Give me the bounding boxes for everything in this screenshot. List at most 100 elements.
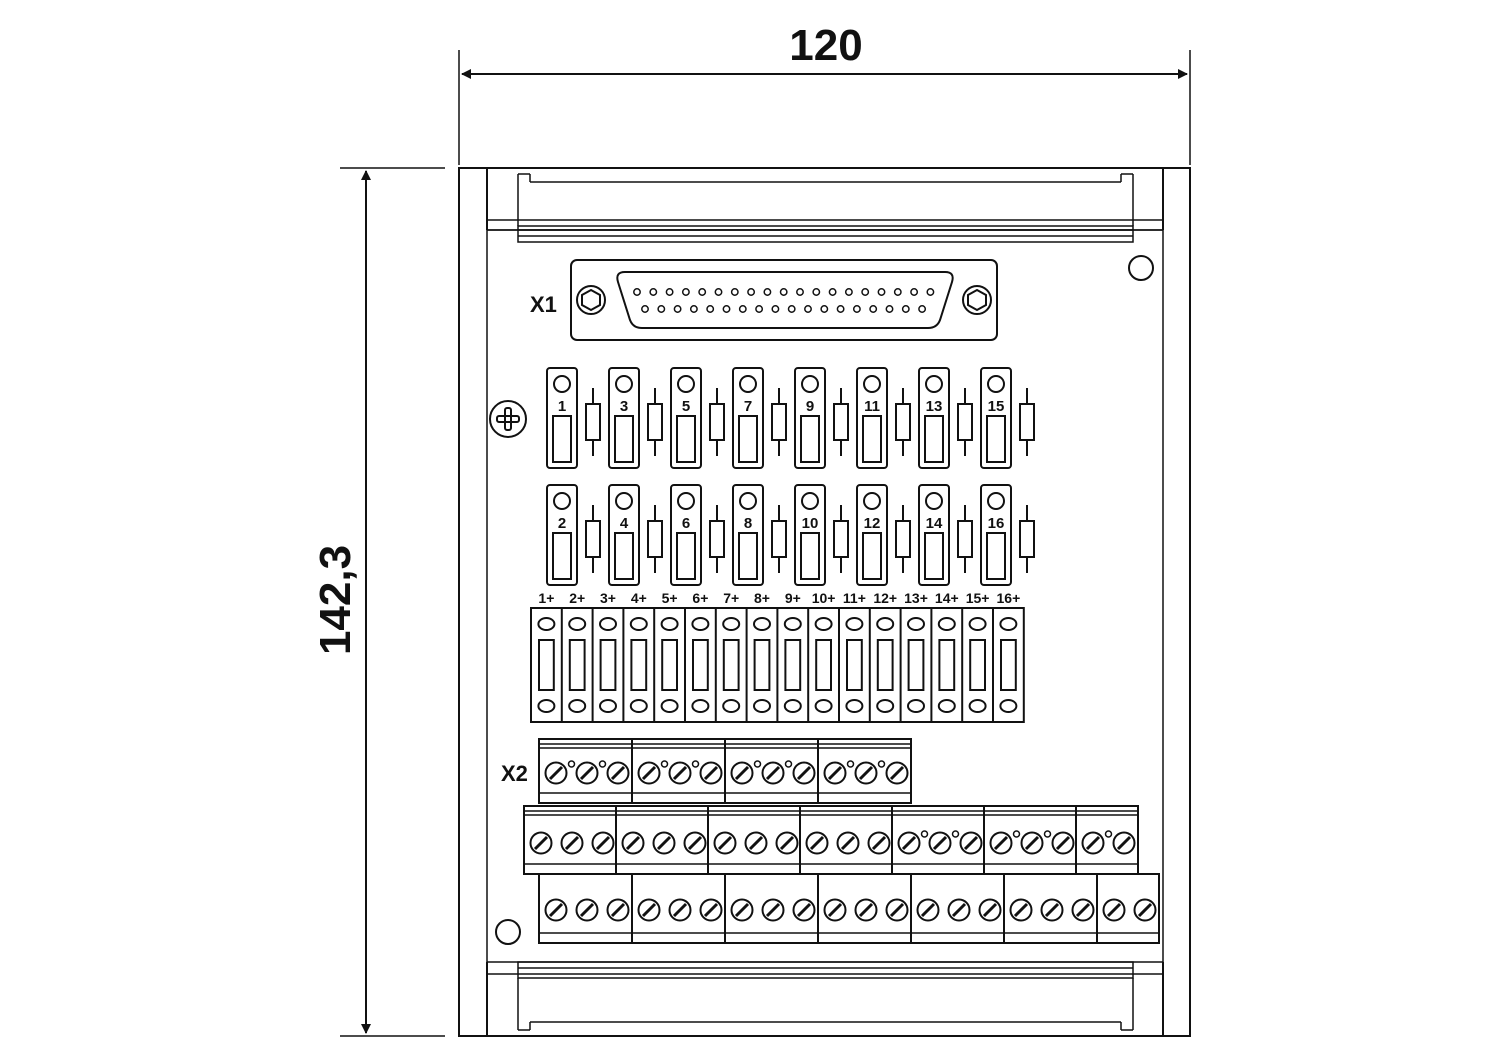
relay-body (794, 367, 826, 469)
d-sub-pin (893, 288, 902, 296)
fuse-bottom-contact (660, 699, 679, 713)
terminal-screw-icon (683, 831, 707, 855)
d-sub-pin (820, 305, 829, 313)
fuse-top-contact (691, 617, 710, 631)
relay-number: 7 (744, 398, 752, 415)
relay-led (739, 375, 757, 393)
relay-led (987, 375, 1005, 393)
relay-11: 11 (856, 367, 911, 469)
mounting-hole-top-right (1128, 255, 1154, 281)
connector-x1-label: X1 (530, 292, 557, 317)
diode-body (647, 403, 663, 441)
fuse-labels: 1+2+3+4+5+6+7+8+9+10+11+12+13+14+15+16+ (538, 590, 1020, 606)
d-sub-pin (885, 305, 894, 313)
terminal-screw-icon (792, 898, 816, 922)
fuse-label: 9+ (785, 590, 801, 606)
diode-body (833, 520, 849, 558)
terminal-block (910, 873, 1005, 944)
terminal-screw-icon (885, 761, 909, 785)
relay-number: 4 (620, 515, 629, 532)
d-sub-pin (730, 288, 739, 296)
relay-body (794, 484, 826, 586)
fuse-bottom-contact (937, 699, 956, 713)
terminal-screw-icon (591, 831, 615, 855)
terminal-x2-label: X2 (501, 761, 528, 786)
fuse-bottom-contact (814, 699, 833, 713)
diode-body (585, 403, 601, 441)
d-sub-pin (633, 288, 641, 296)
relay-window (924, 415, 944, 463)
fuse-bottom-contact (907, 699, 925, 713)
top-din-rail (487, 173, 1163, 243)
relay-3: 3 (608, 367, 663, 469)
d-sub-pin (681, 288, 690, 296)
width-dimension-label: 120 (789, 21, 862, 70)
relay-body (980, 484, 1012, 586)
terminal-block (1003, 873, 1098, 944)
terminal-screw-icon (823, 898, 847, 922)
fuse-label: 6+ (692, 590, 708, 606)
relay-led (677, 375, 695, 393)
diode-body (585, 520, 601, 558)
terminal-screw-icon (1020, 831, 1044, 855)
relay-8: 8 (732, 484, 787, 586)
fuse-label: 5+ (662, 590, 678, 606)
d-sub-pin (828, 288, 837, 296)
relay-led (739, 492, 757, 510)
terminal-screw-icon (668, 898, 692, 922)
relay-led (925, 492, 943, 510)
relay-13: 13 (918, 367, 973, 469)
fuse-top-contact (660, 617, 679, 631)
terminal-screw-icon (761, 898, 785, 922)
terminal-screw-icon (637, 898, 661, 922)
d-sub-pin (689, 305, 698, 313)
relay-led (677, 492, 695, 510)
d-sub-pin (836, 305, 845, 313)
diode-body (771, 403, 787, 441)
fuse-window (722, 639, 740, 691)
fuse-top-contact (629, 617, 648, 631)
terminal-screw-icon (854, 898, 878, 922)
fuse-window (753, 639, 771, 691)
d-sub-pin (804, 305, 812, 313)
terminal-block (724, 738, 819, 804)
terminal-indicator (877, 760, 886, 768)
d-sub-pin (714, 288, 723, 296)
terminal-screw-icon (606, 898, 630, 922)
terminal-screw-icon (947, 898, 971, 922)
terminal-screw-icon (544, 898, 568, 922)
relay-window (676, 532, 696, 580)
terminal-block-row-1 (538, 738, 912, 804)
fuse-window (568, 639, 586, 691)
d-sub-pin (738, 305, 747, 313)
fuse-bottom-contact (845, 699, 864, 713)
terminal-indicator (1012, 830, 1021, 838)
relay-led (553, 492, 571, 510)
fuse-top-contact (845, 617, 864, 631)
d-sub-pin (796, 288, 804, 296)
relay-number: 8 (744, 515, 752, 532)
relay-number: 6 (682, 515, 690, 532)
terminal-block (631, 738, 726, 804)
terminal-block (1075, 805, 1139, 875)
relay-body (980, 367, 1012, 469)
terminal-block (817, 738, 912, 804)
relay-window (800, 532, 820, 580)
height-dimension-label: 142,3 (311, 545, 360, 655)
fuse-window (907, 639, 925, 691)
relay-body (918, 484, 950, 586)
terminal-block (1096, 873, 1160, 944)
terminal-screw-icon (637, 761, 661, 785)
terminal-block (538, 873, 633, 944)
relay-2: 2 (546, 484, 601, 586)
relay-number: 1 (558, 398, 566, 415)
fuse-top-contact (722, 617, 741, 631)
fuse-top-contact (814, 617, 833, 631)
relay-number: 16 (988, 515, 1005, 532)
fuse-bottom-contact (783, 699, 802, 713)
relay-10: 10 (794, 484, 849, 586)
fuse-bottom-contact (537, 699, 556, 713)
relay-window (862, 532, 882, 580)
